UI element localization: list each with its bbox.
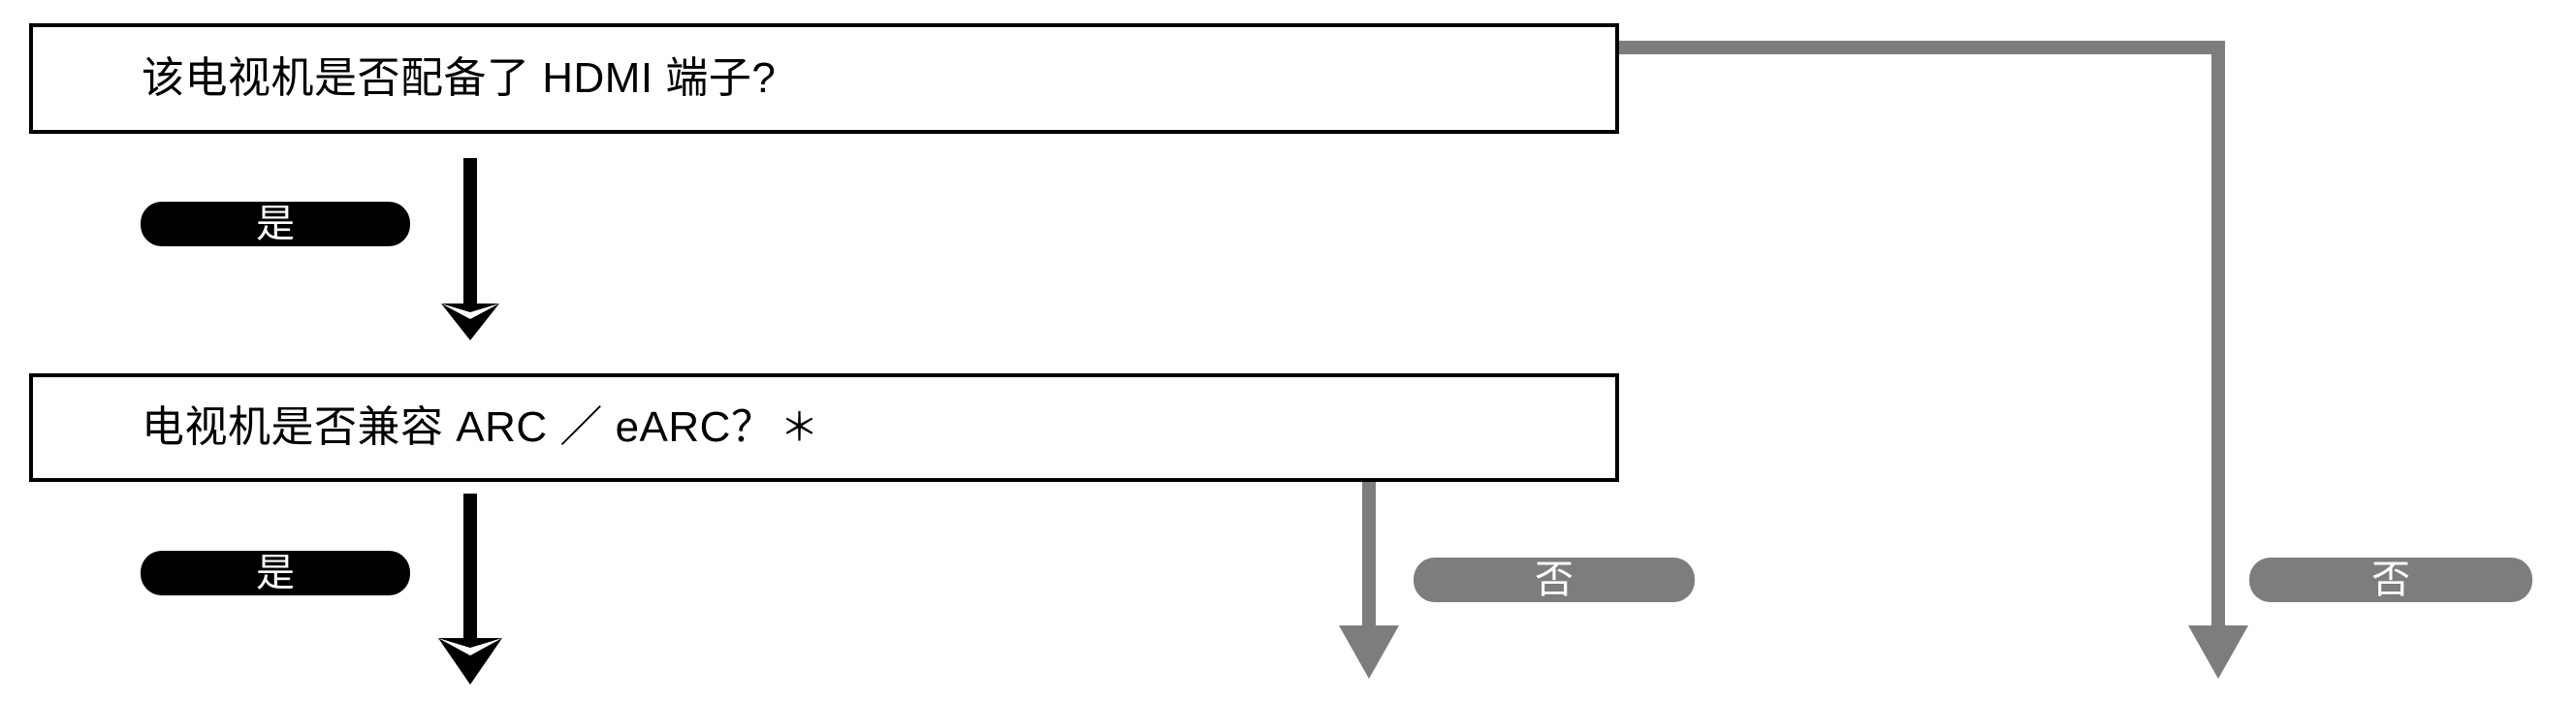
branch-badge-yes-hdmi[interactable]: 是 bbox=[141, 202, 410, 246]
decision-box-arc[interactable]: 电视机是否兼容 ARC ／ eARC？ ＊ bbox=[29, 373, 1619, 482]
branch-badge-no-hdmi-label: 否 bbox=[2371, 559, 2410, 601]
branch-badge-yes-arc-label: 是 bbox=[256, 552, 295, 594]
arrow-arc-no bbox=[1339, 482, 1399, 679]
branch-badge-no-arc-label: 否 bbox=[1535, 559, 1574, 601]
arrow-hdmi-yes bbox=[441, 158, 499, 340]
branch-badge-no-arc[interactable]: 否 bbox=[1414, 558, 1695, 602]
arrow-hdmi-no bbox=[1617, 41, 2248, 679]
decision-box-hdmi-label: 该电视机是否配备了 HDMI 端子? bbox=[142, 53, 777, 102]
arrow-arc-yes bbox=[438, 494, 502, 685]
decision-box-arc-label: 电视机是否兼容 ARC ／ eARC？ bbox=[142, 402, 775, 451]
branch-badge-no-hdmi[interactable]: 否 bbox=[2249, 558, 2532, 602]
branch-badge-yes-arc[interactable]: 是 bbox=[141, 551, 410, 595]
decision-box-hdmi[interactable]: 该电视机是否配备了 HDMI 端子? bbox=[29, 23, 1619, 134]
branch-badge-yes-hdmi-label: 是 bbox=[256, 203, 295, 245]
